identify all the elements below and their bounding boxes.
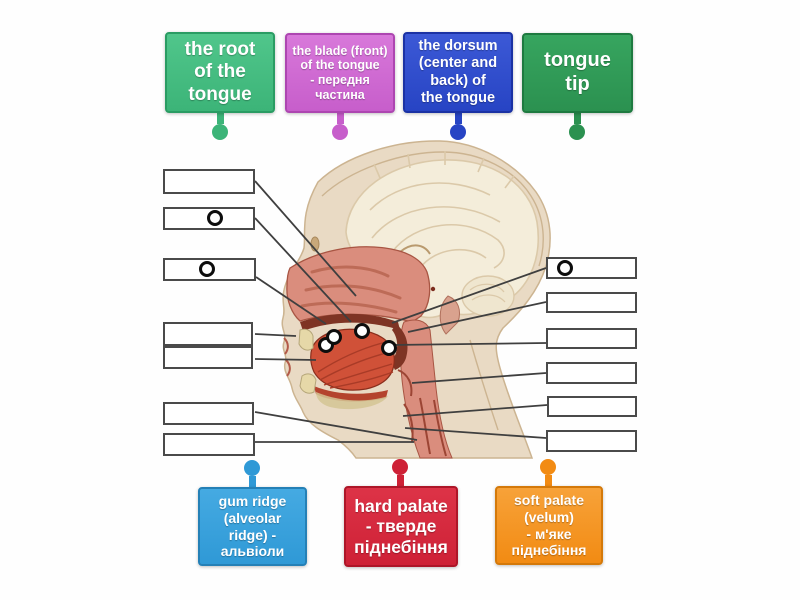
answer-box-right-4	[546, 362, 637, 384]
turbinate-ridges	[300, 265, 402, 314]
brain-sulci	[369, 151, 515, 269]
lip-lines	[283, 337, 291, 377]
soft-palate-velum	[391, 324, 408, 370]
label-text-line: the blade (front)	[292, 43, 388, 58]
label-text-line: частина	[315, 87, 365, 102]
pointer-line-8	[391, 267, 547, 324]
label-connector-dot	[569, 124, 585, 140]
target-dot-1[interactable]	[207, 210, 223, 226]
pharynx-spot	[430, 286, 436, 292]
pointer-line-5	[254, 358, 317, 361]
pointer-line-10	[390, 342, 547, 346]
label-connector-stem	[454, 113, 462, 124]
label-text-line: піднебіння	[511, 542, 587, 559]
esophagus-line	[433, 399, 447, 457]
pointer-line-11	[411, 372, 547, 384]
label-text-line: gum ridge	[218, 493, 287, 510]
label-text-line: the tongue	[420, 89, 496, 106]
palate	[300, 313, 408, 370]
pointer-line-13	[404, 427, 547, 439]
label-connector-stem	[573, 113, 581, 124]
label-connector-dot	[244, 460, 260, 476]
pointer-line-12	[402, 404, 548, 417]
label-text-line: tongue	[188, 83, 252, 105]
label-text-line: - передня	[310, 73, 370, 87]
label-text-line: - тверде	[365, 516, 437, 537]
pointer-line-1	[254, 180, 357, 297]
label-connector-stem	[216, 113, 224, 124]
label-text-line: - м'яке	[526, 525, 572, 542]
target-dot-6[interactable]	[381, 340, 397, 356]
pharynx	[397, 319, 453, 459]
answer-box-right-6	[546, 430, 637, 452]
answer-box-left-4	[163, 322, 253, 346]
answer-box-right-5	[547, 396, 637, 417]
label-connector-stem	[336, 113, 344, 124]
epiglottis	[397, 369, 413, 397]
label-text-line: ridge) -	[228, 526, 277, 543]
teeth-upper	[298, 328, 314, 351]
label-connector-dot	[450, 124, 466, 140]
teeth-lower	[299, 373, 317, 394]
label-text-line: back) of	[430, 72, 486, 89]
label-connector-stem	[544, 475, 552, 486]
label-text-line: (alveolar	[223, 509, 282, 526]
label-text-line: tip	[565, 73, 590, 95]
label-text-line: tongue	[544, 49, 611, 72]
cerebellum	[461, 275, 515, 317]
pointer-line-3	[255, 276, 327, 325]
label-text-line: soft palate	[513, 492, 584, 509]
label-connector-stem	[248, 476, 256, 487]
pointer-lines	[254, 180, 548, 443]
label-connector-dot	[392, 459, 408, 475]
answer-box-left-1	[163, 169, 255, 194]
label-text-line: (velum)	[524, 508, 574, 525]
label-connector-stem	[396, 475, 404, 486]
answer-box-left-7	[163, 433, 255, 456]
target-dot-7[interactable]	[557, 260, 573, 276]
pointer-line-4	[254, 333, 297, 337]
label-text-line: the dorsum	[418, 38, 498, 55]
pointer-line-2	[254, 217, 352, 323]
label-text-line: hard palate	[354, 495, 448, 516]
label-text-line: of the tongue	[300, 58, 380, 73]
label-connector-dot	[540, 459, 556, 475]
label-connector-dot	[212, 124, 228, 140]
nasal-cavity	[286, 246, 436, 323]
answer-box-right-2	[546, 292, 637, 313]
hard-palate-band	[300, 313, 400, 331]
label-text-line: the root	[184, 38, 256, 60]
larynx-lines	[397, 369, 447, 457]
label-connector-dot	[332, 124, 348, 140]
label-text-line: of the	[194, 61, 246, 83]
label-text-line: піднебіння	[354, 536, 448, 557]
pointer-line-9	[407, 301, 547, 333]
answer-box-left-6	[163, 402, 254, 425]
sella-bone	[399, 244, 431, 255]
target-dot-2[interactable]	[199, 261, 215, 277]
mouth-front	[283, 328, 388, 410]
tongue-muscle-lines	[317, 341, 394, 389]
answer-box-left-5	[163, 346, 253, 369]
label-text-line: альвіоли	[220, 543, 285, 560]
pointer-line-6	[254, 411, 418, 441]
jaw-bone	[316, 392, 388, 410]
answer-box-right-3	[546, 328, 637, 349]
target-dot-5[interactable]	[354, 323, 370, 339]
nape-line	[469, 339, 499, 431]
target-dot-4[interactable]	[326, 329, 342, 345]
label-text-line: (center and	[418, 55, 498, 72]
